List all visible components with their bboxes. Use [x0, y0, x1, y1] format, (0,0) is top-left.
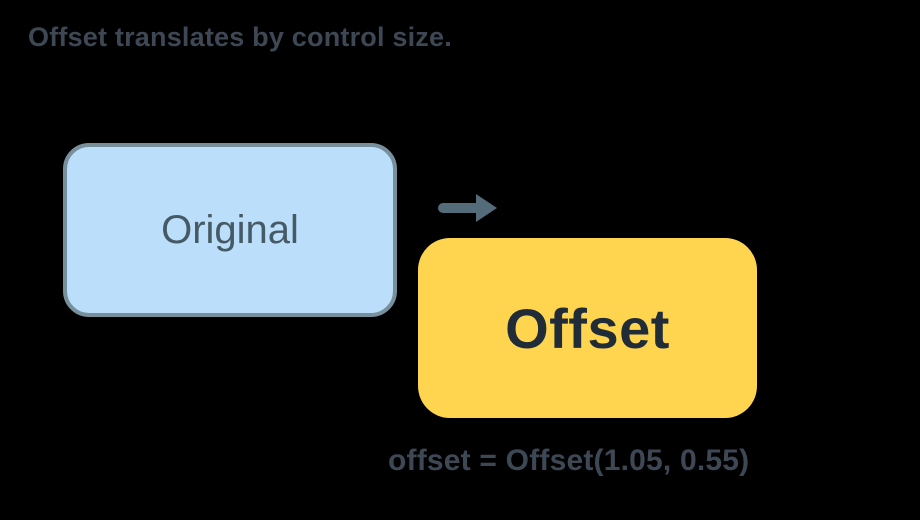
offset-box: Offset: [418, 238, 757, 418]
original-box: Original: [63, 143, 397, 317]
diagram-title: Offset translates by control size.: [28, 22, 452, 52]
offset-box-label: Offset: [505, 296, 670, 360]
offset-code-caption: offset = Offset(1.05, 0.55): [388, 444, 750, 477]
right-arrow-icon: [438, 194, 497, 222]
original-box-label: Original: [161, 207, 299, 252]
